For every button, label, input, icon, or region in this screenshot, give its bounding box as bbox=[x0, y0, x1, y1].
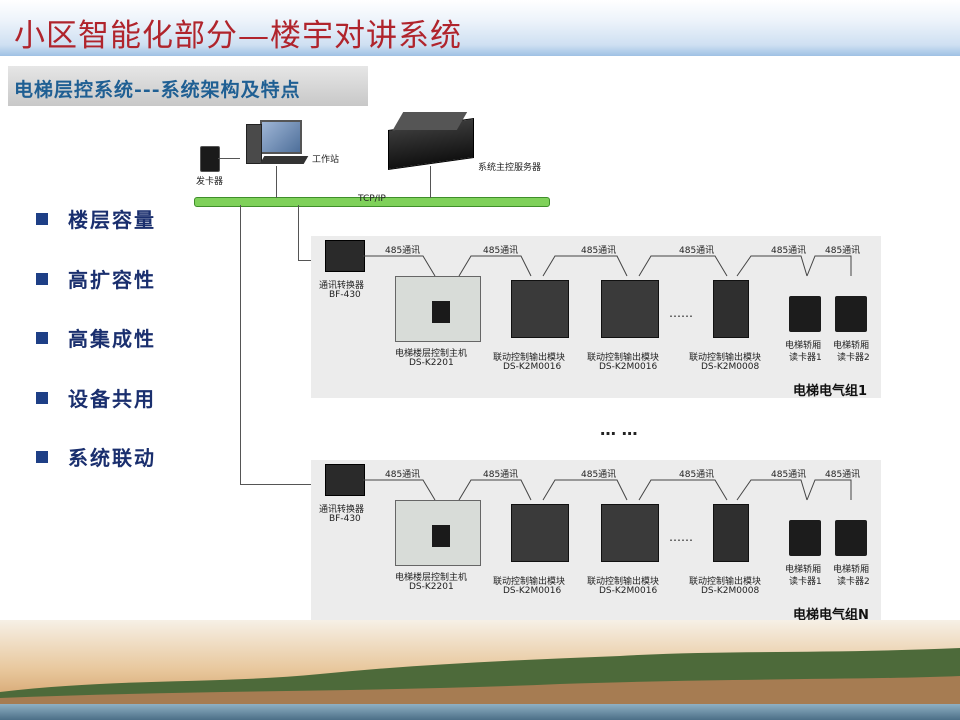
feature-item: 系统联动 bbox=[36, 442, 236, 472]
feature-item: 楼层容量 bbox=[36, 204, 236, 234]
converter-label: 通讯转换器 bbox=[319, 505, 365, 515]
feature-label: 高扩容性 bbox=[68, 268, 156, 292]
elevator-group-panel: 通讯转换器 BF-430 485通讯 485通讯 485通讯 485通讯 485… bbox=[311, 236, 881, 399]
connector-line bbox=[240, 484, 324, 485]
connector-line bbox=[430, 166, 431, 198]
card-issuer-icon bbox=[200, 146, 220, 172]
module-label: 电梯楼层控制主机 bbox=[395, 573, 468, 583]
middle-ellipsis: … … bbox=[600, 420, 638, 439]
module-model: DS-K2M0016 bbox=[503, 586, 562, 596]
tcpip-label: TCP/IP bbox=[358, 194, 386, 204]
feature-label: 楼层容量 bbox=[68, 208, 156, 232]
module-label: 联动控制输出模块 bbox=[587, 353, 660, 363]
page-title: 小区智能化部分—楼宇对讲系统 bbox=[14, 18, 462, 54]
relay-module-icon bbox=[511, 280, 569, 338]
ellipsis: …… bbox=[669, 306, 693, 320]
converter-label: 通讯转换器 bbox=[319, 281, 365, 291]
bullet-square-icon bbox=[36, 273, 48, 285]
feature-item: 高扩容性 bbox=[36, 264, 236, 294]
bullet-square-icon bbox=[36, 213, 48, 225]
reader-label: 读卡器2 bbox=[837, 353, 870, 363]
module-label: 联动控制输出模块 bbox=[689, 577, 762, 587]
feature-label: 高集成性 bbox=[68, 327, 156, 351]
feature-item: 高集成性 bbox=[36, 323, 236, 353]
relay-module-icon bbox=[601, 504, 659, 562]
group-name: 电梯电气组1 bbox=[793, 384, 868, 399]
comm-label: 485通讯 bbox=[771, 470, 807, 480]
relay-module-icon bbox=[713, 280, 749, 338]
module-label: 电梯楼层控制主机 bbox=[395, 349, 468, 359]
module-model: DS-K2M0016 bbox=[503, 362, 562, 372]
relay-module-icon bbox=[713, 504, 749, 562]
module-model: DS-K2M0016 bbox=[599, 362, 658, 372]
comm-label: 485通讯 bbox=[483, 470, 519, 480]
module-model: DS-K2M0008 bbox=[701, 586, 760, 596]
comm-label: 485通讯 bbox=[825, 470, 861, 480]
comm-label: 485通讯 bbox=[581, 246, 617, 256]
floor-controller-icon bbox=[395, 500, 481, 566]
module-label: 联动控制输出模块 bbox=[493, 353, 566, 363]
feature-item: 设备共用 bbox=[36, 383, 236, 413]
floor-controller-icon bbox=[395, 276, 481, 342]
module-model: DS-K2M0008 bbox=[701, 362, 760, 372]
comm-label: 485通讯 bbox=[771, 246, 807, 256]
module-model: DS-K2201 bbox=[409, 582, 454, 592]
reader-label: 电梯轿厢 bbox=[785, 565, 822, 575]
feature-label: 系统联动 bbox=[68, 446, 156, 470]
connector-line bbox=[218, 158, 240, 159]
converter-model: BF-430 bbox=[329, 290, 361, 300]
comm-label: 485通讯 bbox=[483, 246, 519, 256]
card-reader-icon bbox=[835, 296, 867, 332]
comm-label: 485通讯 bbox=[825, 246, 861, 256]
card-reader-icon bbox=[789, 520, 821, 556]
converter-icon bbox=[325, 240, 365, 272]
ellipsis: …… bbox=[669, 530, 693, 544]
comm-label: 485通讯 bbox=[679, 246, 715, 256]
comm-label: 485通讯 bbox=[385, 246, 421, 256]
server-icon bbox=[388, 110, 474, 171]
bullet-square-icon bbox=[36, 451, 48, 463]
module-label: 联动控制输出模块 bbox=[493, 577, 566, 587]
connector-line bbox=[276, 166, 277, 198]
reader-label: 电梯轿厢 bbox=[833, 565, 870, 575]
group-name: 电梯电气组N bbox=[793, 608, 869, 623]
card-reader-icon bbox=[835, 520, 867, 556]
server-label: 系统主控服务器 bbox=[478, 163, 542, 173]
connector-line bbox=[298, 205, 299, 261]
module-label: 联动控制输出模块 bbox=[689, 353, 762, 363]
elevator-group-panel: 通讯转换器 BF-430 485通讯 485通讯 485通讯 485通讯 485… bbox=[311, 460, 881, 623]
converter-model: BF-430 bbox=[329, 514, 361, 524]
relay-module-icon bbox=[511, 504, 569, 562]
bullet-square-icon bbox=[36, 392, 48, 404]
card-issuer-label: 发卡器 bbox=[196, 177, 224, 187]
reader-label: 读卡器1 bbox=[789, 353, 822, 363]
reader-label: 电梯轿厢 bbox=[833, 341, 870, 351]
comm-label: 485通讯 bbox=[679, 470, 715, 480]
reader-label: 读卡器2 bbox=[837, 577, 870, 587]
reader-label: 读卡器1 bbox=[789, 577, 822, 587]
comm-label: 485通讯 bbox=[581, 470, 617, 480]
rs485-wiring bbox=[363, 255, 852, 277]
card-reader-icon bbox=[789, 296, 821, 332]
rs485-wiring bbox=[363, 479, 852, 501]
subtitle: 电梯层控系统---系统架构及特点 bbox=[14, 79, 301, 101]
module-model: DS-K2M0016 bbox=[599, 586, 658, 596]
tcpip-bus bbox=[194, 197, 550, 207]
connector-line bbox=[240, 205, 241, 485]
workstation-icon bbox=[238, 118, 309, 166]
module-label: 联动控制输出模块 bbox=[587, 577, 660, 587]
feature-label: 设备共用 bbox=[68, 387, 156, 411]
reader-label: 电梯轿厢 bbox=[785, 341, 822, 351]
comm-label: 485通讯 bbox=[385, 470, 421, 480]
subtitle-box: 电梯层控系统---系统架构及特点 bbox=[8, 66, 368, 106]
title-bar: 小区智能化部分—楼宇对讲系统 bbox=[0, 0, 960, 56]
relay-module-icon bbox=[601, 280, 659, 338]
bottom-landscape-image bbox=[0, 620, 960, 720]
workstation-label: 工作站 bbox=[312, 155, 340, 165]
module-model: DS-K2201 bbox=[409, 358, 454, 368]
bullet-square-icon bbox=[36, 332, 48, 344]
